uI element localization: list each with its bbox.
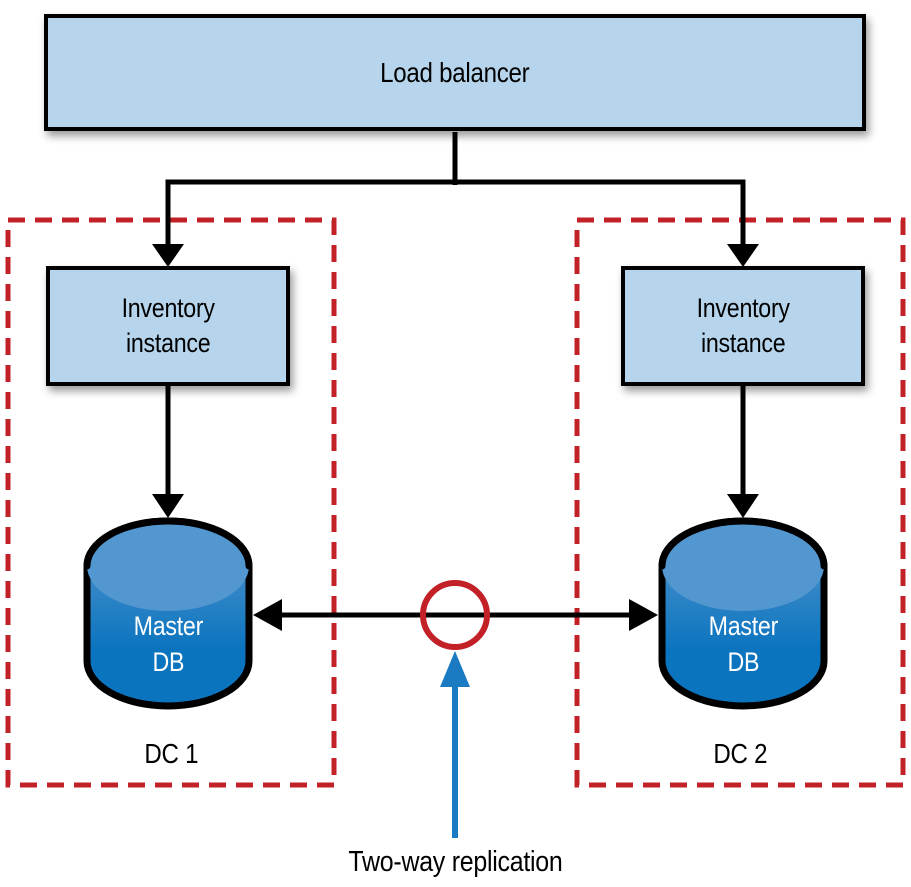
arrowhead-down-to-right-db-icon: [727, 494, 759, 518]
two-way-replication-label-container: Two-way replication: [275, 842, 635, 882]
master-db-right-label-container: Master DB: [662, 588, 824, 700]
inventory-instance-node-left: Inventory instance: [46, 266, 290, 386]
master-db-right-label: Master DB: [708, 610, 778, 677]
two-way-replication-label: Two-way replication: [347, 845, 563, 878]
inventory-instance-node-right: Inventory instance: [621, 266, 865, 386]
inventory-instance-left-label: Inventory instance: [121, 292, 215, 358]
db-cylinder-left-top: [87, 521, 249, 611]
db-cylinder-left-top-outline: [83, 517, 253, 570]
dc2-zone-label-container: DC 2: [577, 736, 903, 772]
load-balancer-label: Load balancer: [380, 56, 530, 88]
dc1-zone-label-container: DC 1: [8, 736, 334, 772]
dc2-label: DC 2: [713, 738, 767, 769]
load-balancer-node: Load balancer: [44, 14, 866, 131]
arrowhead-right-to-right-db-icon: [629, 599, 658, 631]
master-db-left-label-container: Master DB: [87, 588, 249, 700]
arrowhead-down-to-left-instance-icon: [152, 244, 184, 267]
inventory-instance-right-label: Inventory instance: [696, 292, 790, 358]
dc2-zone-boundary: [574, 217, 906, 788]
arrowhead-down-to-left-db-icon: [152, 494, 184, 518]
dc1-zone-boundary: [5, 217, 337, 788]
master-db-left-label: Master DB: [133, 610, 203, 677]
arrowhead-down-to-right-instance-icon: [727, 244, 759, 267]
replication-junction-circle: [420, 580, 490, 650]
replication-pointer-arrowhead-icon: [440, 651, 470, 687]
arrowhead-left-to-left-db-icon: [253, 599, 282, 631]
db-cylinder-right-top-outline: [658, 517, 828, 570]
connector-lb-branch-line: [165, 179, 746, 248]
db-cylinder-right-top: [662, 521, 824, 611]
dc1-label: DC 1: [144, 738, 198, 769]
